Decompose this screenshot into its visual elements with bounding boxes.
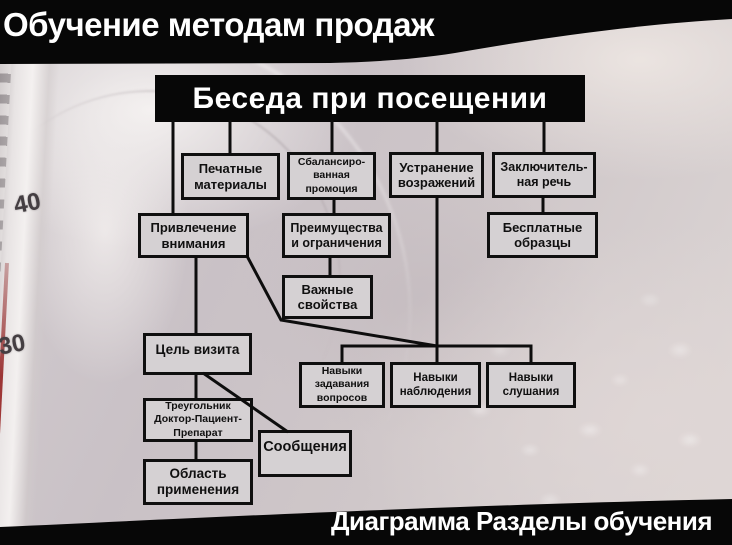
thermometer-mark-30: 30 — [0, 329, 28, 361]
node-navyki-slushaniya: Навыки слушания — [486, 362, 576, 408]
node-preimushchestva-i-ogranicheniya: Преимущества и ограничения — [282, 213, 391, 258]
node-besplatnye-obraztsy: Бесплатные образцы — [487, 212, 598, 258]
pills-photo-blur — [440, 260, 732, 530]
node-soobshcheniya: Сообщения — [258, 430, 352, 477]
thermometer-mark-40: 40 — [11, 187, 44, 220]
slide-title: Обучение методам продаж — [3, 6, 434, 43]
node-ustranenie-vozrazheniy: Устранение возражений — [389, 152, 484, 198]
node-sbalansirovannaya-promotsiya: Сбалансиро- ванная промоция — [287, 152, 376, 200]
node-treugolnik-doktor-patsient-preparat: Треугольник Доктор-Пациент- Препарат — [143, 398, 253, 442]
node-privlechenie-vnimaniya: Привлечение внимания — [138, 213, 249, 258]
node-vazhnye-svoystva: Важные свойства — [282, 275, 373, 319]
node-navyki-nablyudeniya: Навыки наблюдения — [390, 362, 481, 408]
node-oblast-primeneniya: Область применения — [143, 459, 253, 505]
node-tsel-vizita: Цель визита — [143, 333, 252, 375]
node-zaklyuchitelnaya-rech: Заключитель- ная речь — [492, 152, 596, 198]
node-root-beseda-pri-poseshchenii: Беседа при посещении — [155, 75, 585, 122]
slide-caption: Диаграмма Разделы обучения — [331, 506, 713, 536]
thermometer-mercury-line — [0, 262, 9, 545]
node-pechatnye-materialy: Печатные материалы — [181, 153, 280, 200]
node-navyki-zadavaniya-voprosov: Навыки задавания вопросов — [299, 362, 385, 408]
